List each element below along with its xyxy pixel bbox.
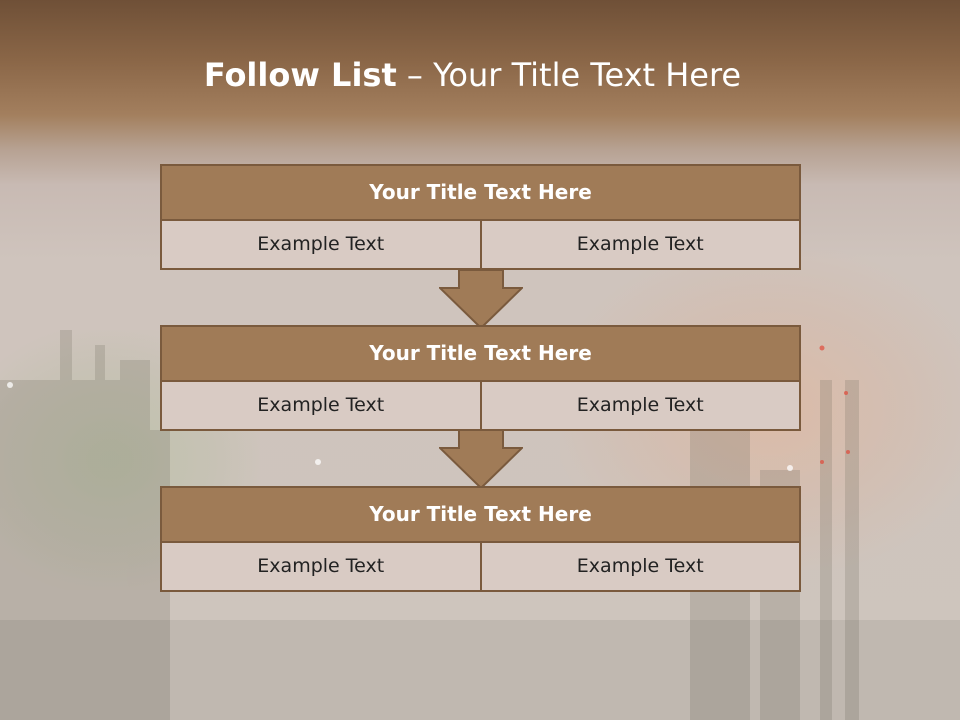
- down-arrow-icon: [439, 270, 523, 330]
- flow-block-2: Your Title Text Here Example Text Exampl…: [160, 325, 801, 431]
- block-row: Example Text Example Text: [160, 543, 801, 592]
- slide-title: Follow List – Your Title Text Here: [0, 55, 945, 95]
- block-heading: Your Title Text Here: [160, 164, 801, 221]
- block-row: Example Text Example Text: [160, 382, 801, 431]
- block-cell-right: Example Text: [479, 221, 801, 270]
- block-heading: Your Title Text Here: [160, 486, 801, 543]
- block-cell-right: Example Text: [479, 543, 801, 592]
- block-cell-left: Example Text: [160, 543, 482, 592]
- title-subtitle: Your Title Text Here: [433, 56, 742, 94]
- block-cell-right: Example Text: [479, 382, 801, 431]
- block-cell-left: Example Text: [160, 382, 482, 431]
- down-arrow-icon: [439, 430, 523, 490]
- title-separator: –: [396, 56, 434, 94]
- block-row: Example Text Example Text: [160, 221, 801, 270]
- block-cell-left: Example Text: [160, 221, 482, 270]
- flow-block-3: Your Title Text Here Example Text Exampl…: [160, 486, 801, 592]
- block-heading: Your Title Text Here: [160, 325, 801, 382]
- flow-block-1: Your Title Text Here Example Text Exampl…: [160, 164, 801, 270]
- title-main: Follow List: [203, 56, 397, 94]
